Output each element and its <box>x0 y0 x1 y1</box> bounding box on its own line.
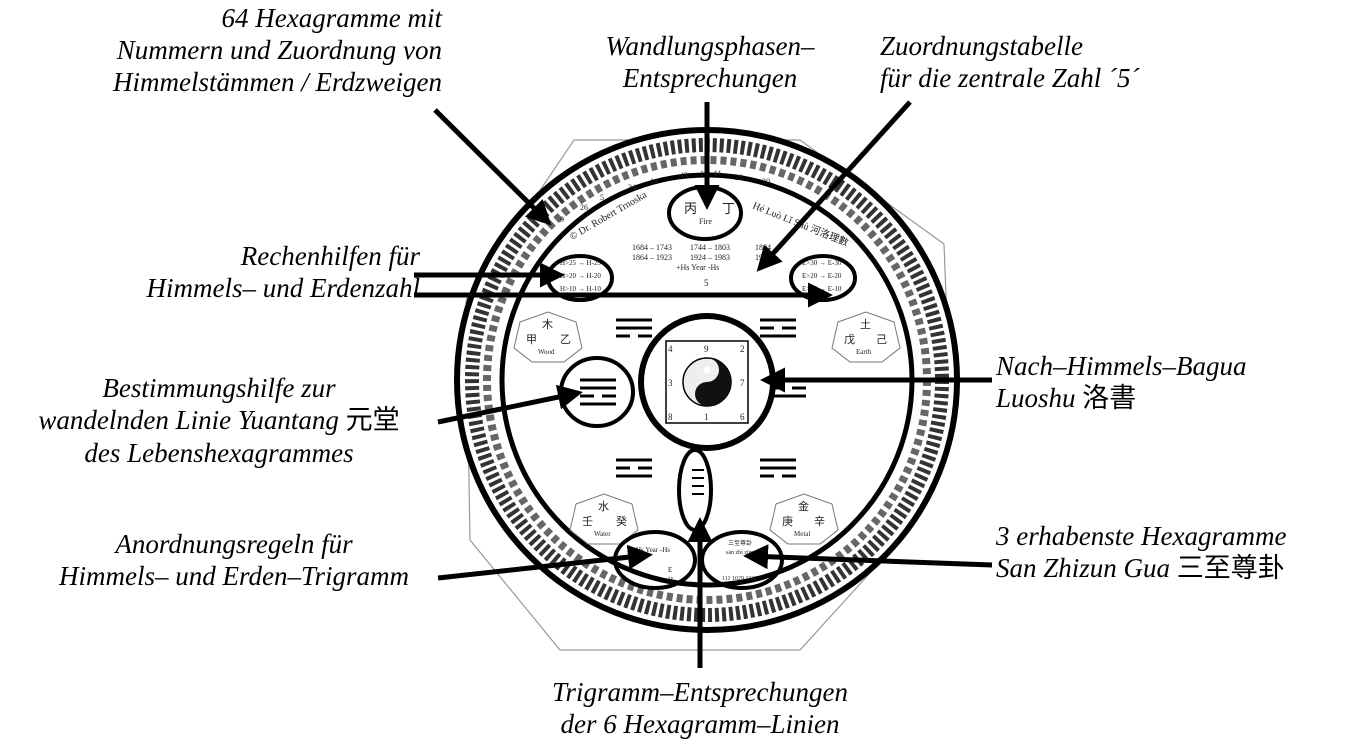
metal-stem-2: 辛 <box>814 514 825 528</box>
luoshu-4: 4 <box>668 344 673 354</box>
calc-right-3: E>10 → E-10 <box>802 285 842 293</box>
yuantang-cjk: 元堂 <box>346 405 400 436</box>
hex-num-34: 34 <box>628 183 636 192</box>
metal-name: Metal <box>794 530 810 538</box>
label-zuordnung: Zuordnungstabelle für die zentrale Zahl … <box>880 30 1240 94</box>
arrow-hexagrams <box>435 110 548 222</box>
calc-right-2: E>20 → E-20 <box>802 272 842 280</box>
luoshu-2: 2 <box>740 344 745 354</box>
label-rechenhilfen: Rechenhilfen für Himmels– und Erdenzahl <box>60 240 420 304</box>
luoshu-1: 1 <box>704 412 709 422</box>
wood-stem-2: 乙 <box>560 333 571 346</box>
hex-num-30: 30 <box>762 177 770 186</box>
label-nach-himmel: Nach–Himmels–Bagua Luoshu 洛書 <box>996 350 1296 415</box>
water-stem-2: 癸 <box>616 514 627 528</box>
years-mid-2: 1924 – 1983 <box>690 253 730 262</box>
metal-symbol: 金 <box>798 499 809 513</box>
earth-stem-2: 己 <box>876 334 887 346</box>
luoshu-cjk: 洛書 <box>1082 383 1136 414</box>
label-hexagrams: 64 Hexagramme mit Nummern und Zuordnung … <box>12 2 442 98</box>
earth-symbol: 土 <box>860 318 871 331</box>
hex-num-9: 9 <box>560 215 564 224</box>
hex-num-1: 1 <box>700 169 704 178</box>
earth-stem-1: 戊 <box>844 333 855 346</box>
fire-name: Fire <box>699 217 712 226</box>
luoshu-6: 6 <box>740 412 745 422</box>
calc-left-3: H>10 → H-10 <box>560 285 601 293</box>
earth-name: Earth <box>856 348 872 356</box>
luoshu-9: 9 <box>704 344 709 354</box>
years-mid-1: 1744 – 1803 <box>690 243 730 252</box>
calc-left-2: H>20 → H-20 <box>560 272 601 280</box>
fire-stem-1: 丙 <box>684 201 697 216</box>
label-bestimmung: Bestimmungshilfe zur wandelnden Linie Yu… <box>0 372 438 469</box>
water-stem-1: 壬 <box>582 515 593 528</box>
luoshu-7: 7 <box>740 378 745 388</box>
years-right-1: 1804 <box>755 243 771 252</box>
label-trigramm: Trigramm–Entsprechungen der 6 Hexagramm–… <box>490 676 910 740</box>
luoshu-5: 5 <box>704 278 709 288</box>
luoshu-3: 3 <box>668 378 673 388</box>
hex-num-14: 14 <box>650 177 658 186</box>
fire-stem-2: 丁 <box>722 201 735 216</box>
wood-name: Wood <box>538 348 555 356</box>
calc-left: H>25 → H-25 H>20 → H-20 H>10 → H-10 <box>560 259 601 293</box>
zhizun-numbers: 111 1029 1130 <box>722 576 757 582</box>
years-left-1: 1684 – 1743 <box>632 243 672 252</box>
label-anordnung: Anordnungsregeln für Himmels– und Erden–… <box>30 528 438 592</box>
metal-stem-1: 庚 <box>782 514 793 528</box>
hex-num-43: 43 <box>680 171 688 180</box>
hex-num-28: 28 <box>735 173 743 182</box>
wood-stem-1: 甲 <box>526 334 537 346</box>
year-row: +Hs Year -Hs <box>676 263 719 272</box>
years-left-2: 1864 – 1923 <box>632 253 672 262</box>
hex-num-44: 44 <box>713 169 721 178</box>
anordnung-year-row: +Hs Year -Hs <box>632 546 670 554</box>
yin-yang-symbol <box>683 358 731 406</box>
anordnung-e: E <box>668 566 672 574</box>
wood-symbol: 木 <box>542 318 553 331</box>
hex-num-5: 5 <box>600 193 604 202</box>
luoshu-8: 8 <box>668 412 673 422</box>
label-wandlung: Wandlungsphasen– Entsprechungen <box>560 30 860 94</box>
water-symbol: 水 <box>598 500 609 513</box>
zhizun-cjk-label: 三至尊卦 <box>1177 553 1285 584</box>
label-erhabenste: 3 erhabenste Hexagramme San Zhizun Gua 三… <box>996 520 1346 585</box>
hex-num-26: 26 <box>580 203 588 212</box>
zhizun-cjk: 三至尊卦 <box>728 539 752 547</box>
water-name: Water <box>594 530 611 538</box>
anordnung-h: H <box>668 576 673 584</box>
calc-right: E>30 → E-30 E>20 → E-20 E>10 → E-10 <box>802 259 842 293</box>
